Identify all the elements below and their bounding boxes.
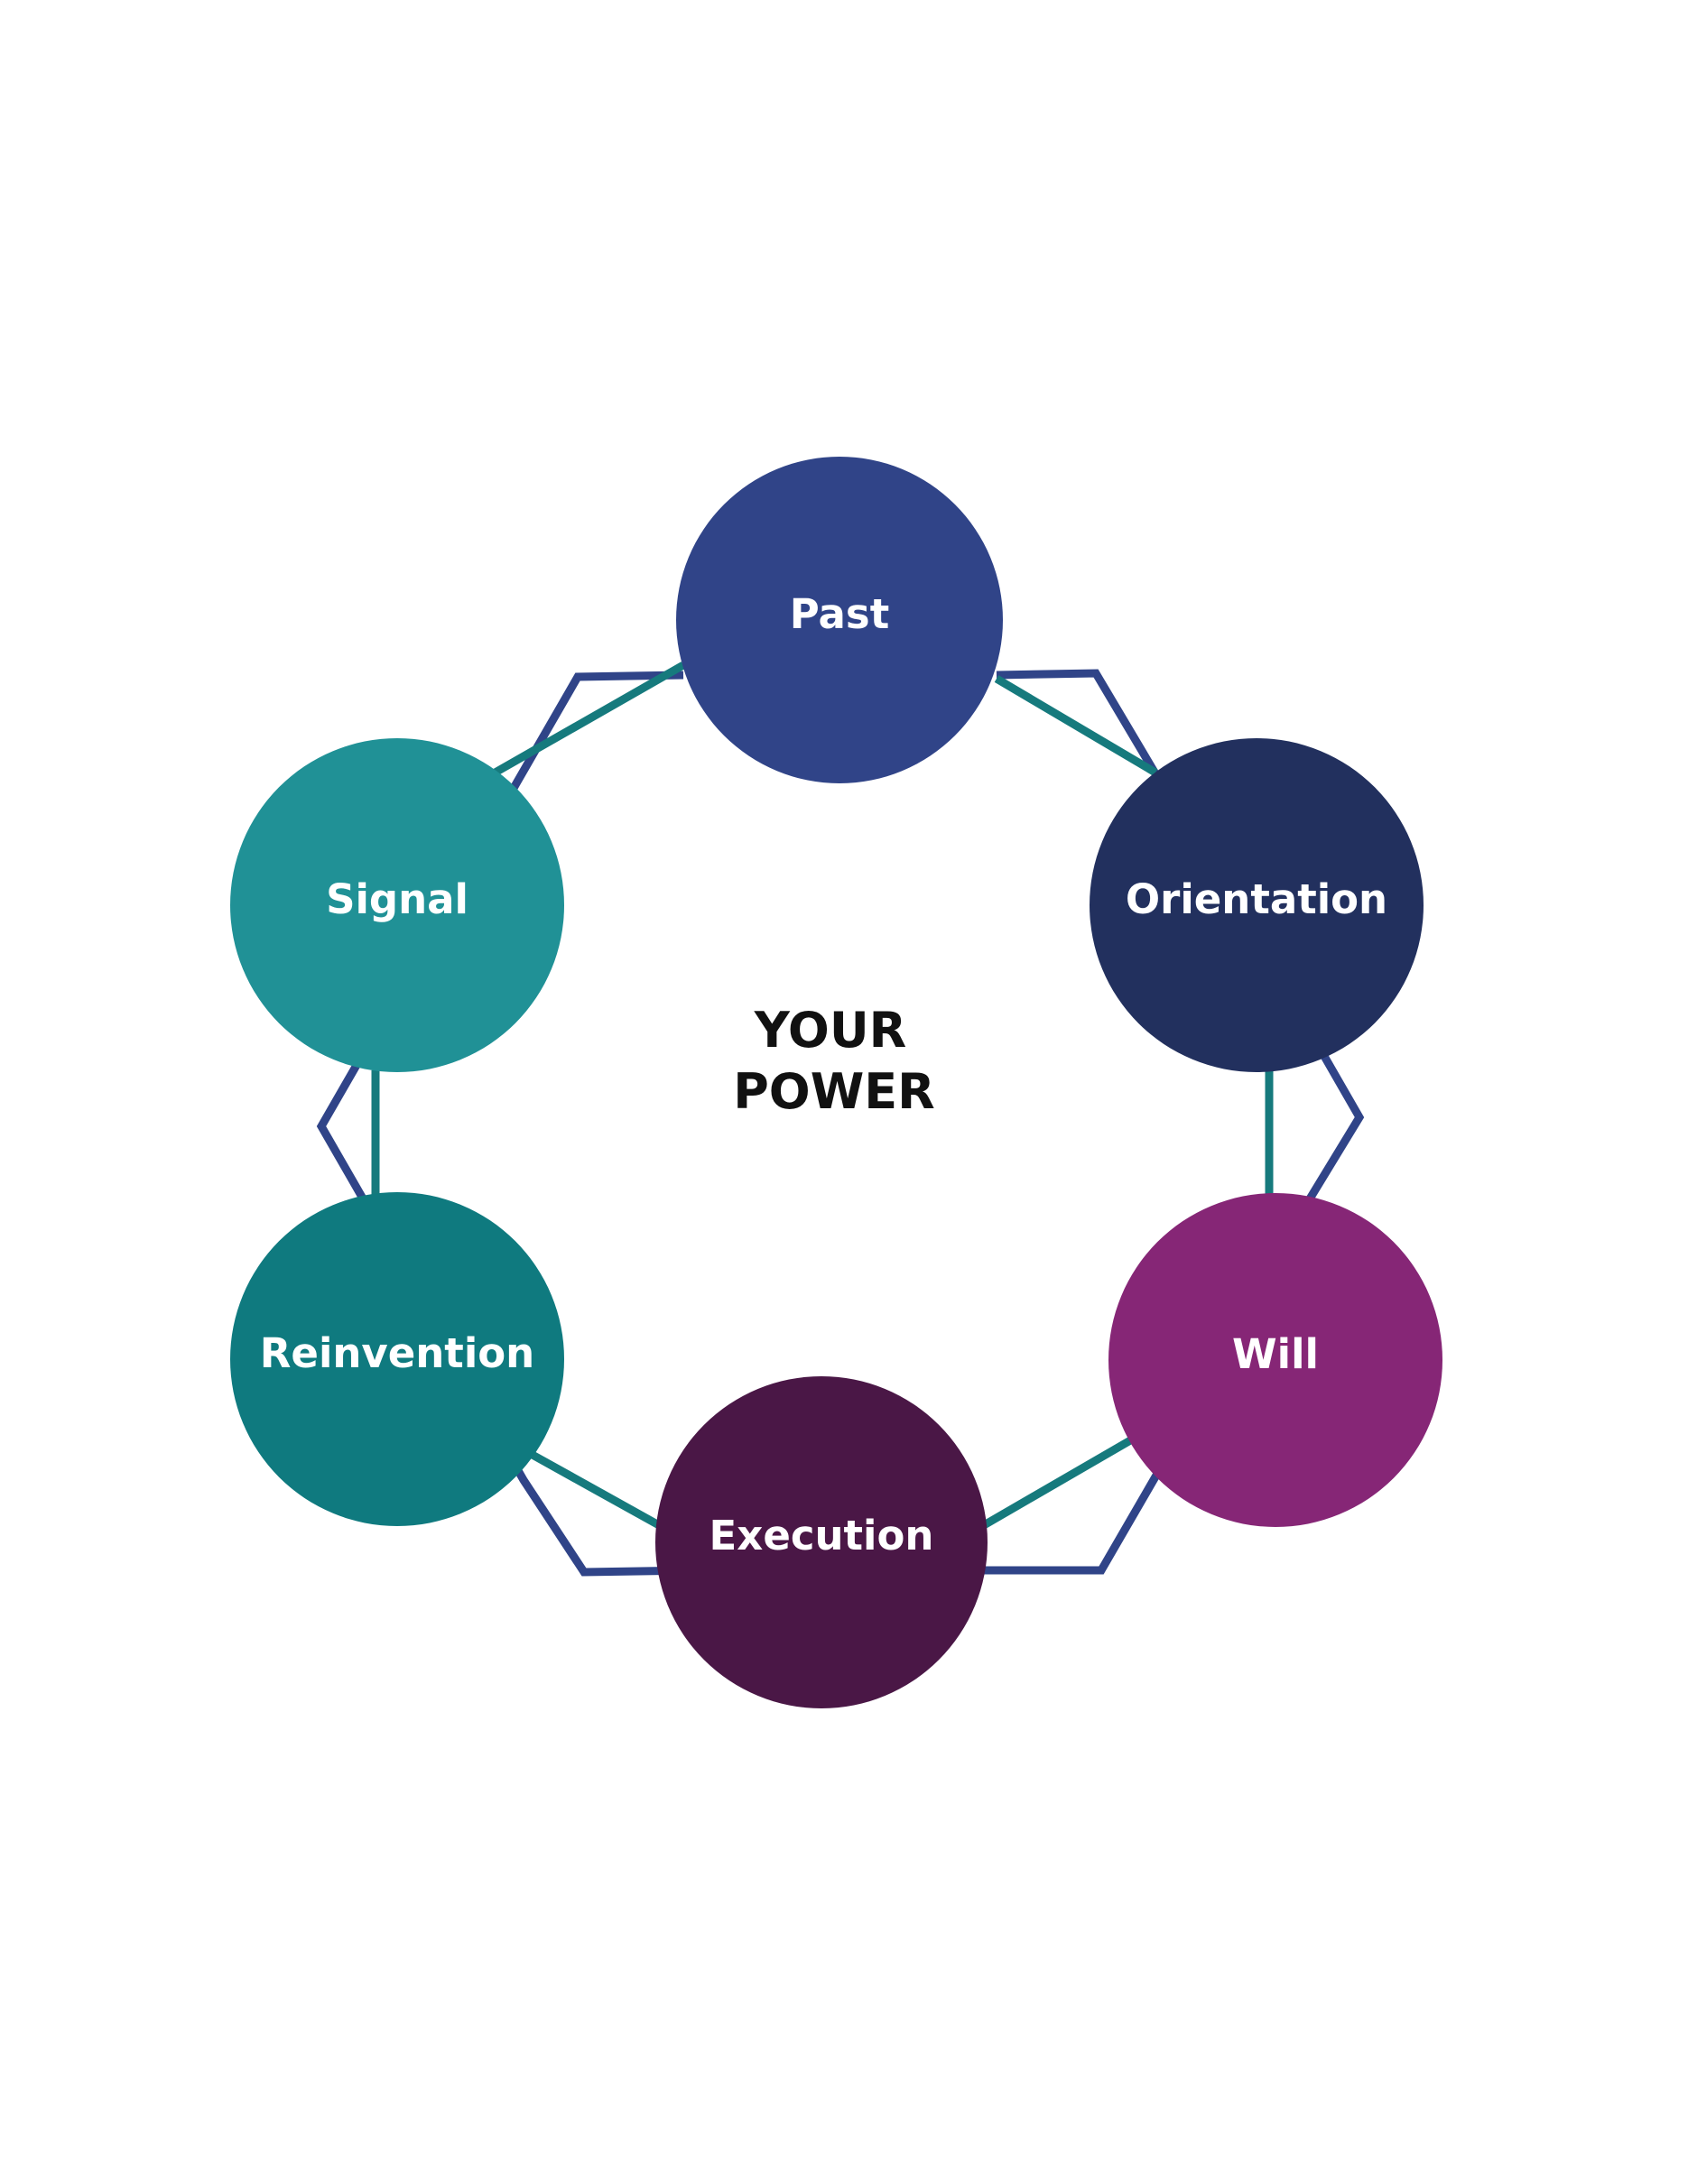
node-circle-past: [676, 457, 1003, 783]
node-signal: Signal: [230, 738, 564, 1072]
connector-line-4: [981, 1436, 1135, 1529]
node-label-will: Will: [1232, 1330, 1319, 1378]
center-title-line1: YOUR: [754, 1002, 907, 1059]
node-label-signal: Signal: [326, 875, 468, 923]
node-circle-execution: [655, 1376, 988, 1708]
node-circle-will: [1108, 1193, 1442, 1527]
node-circle-reinvention: [230, 1192, 564, 1526]
connector-line-5: [528, 1450, 662, 1529]
connector-lines: [371, 662, 1274, 1529]
node-execution: Execution: [655, 1376, 988, 1708]
node-circle-signal: [230, 738, 564, 1072]
node-label-orientation: Orientation: [1126, 875, 1387, 923]
connector-line-2: [994, 675, 1158, 776]
connector-line-1: [489, 662, 686, 778]
node-orientation: Orientation: [1090, 738, 1424, 1072]
node-reinvention: Reinvention: [230, 1192, 564, 1526]
node-will: Will: [1108, 1193, 1442, 1527]
node-label-reinvention: Reinvention: [260, 1329, 534, 1377]
node-label-execution: Execution: [710, 1512, 934, 1559]
node-label-past: Past: [790, 590, 889, 638]
node-circle-orientation: [1090, 738, 1424, 1072]
node-past: Past: [676, 457, 1003, 783]
center-title-line2: POWER: [733, 1063, 935, 1120]
